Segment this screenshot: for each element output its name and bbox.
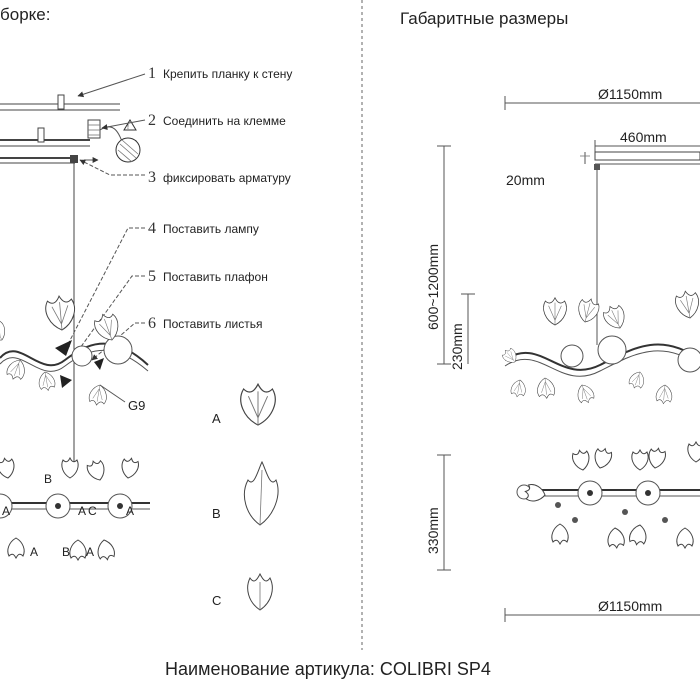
dim-top-view-height: 330mm xyxy=(425,454,451,571)
svg-text:Ø1150mm: Ø1150mm xyxy=(598,598,662,614)
part-a-label: A xyxy=(212,411,221,426)
step-callout-3: 3 фиксировать арматуру xyxy=(79,159,291,186)
assembly-lamp-drawing: G9 xyxy=(0,294,149,413)
svg-text:Поставить листья: Поставить листья xyxy=(163,317,262,331)
step-callout-2: 2 Соединить на клемме xyxy=(101,112,286,130)
svg-text:A: A xyxy=(30,545,38,559)
svg-text:460mm: 460mm xyxy=(620,129,667,145)
bulb-label: G9 xyxy=(128,398,145,413)
dimensions-heading: Габаритные размеры xyxy=(400,9,568,28)
svg-text:!: ! xyxy=(127,124,129,131)
svg-text:C: C xyxy=(88,504,97,518)
svg-text:Поставить плафон: Поставить плафон xyxy=(163,270,268,284)
svg-text:Поставить лампу: Поставить лампу xyxy=(163,222,259,236)
svg-text:330mm: 330mm xyxy=(425,507,441,554)
svg-text:5: 5 xyxy=(148,268,156,285)
dim-width-top: Ø1150mm xyxy=(504,86,700,110)
assembly-top-view: A B A C A A B A xyxy=(0,456,150,562)
svg-text:2: 2 xyxy=(148,112,156,129)
svg-text:A: A xyxy=(126,504,134,518)
part-a: A xyxy=(212,383,276,426)
canopy-drawing: 20mm xyxy=(506,151,700,345)
dim-canopy: 460mm xyxy=(594,129,700,152)
svg-text:B: B xyxy=(44,472,52,486)
svg-text:1: 1 xyxy=(148,65,156,82)
dimension-lamp-drawing xyxy=(499,288,700,406)
assembly-heading: борке: xyxy=(0,5,50,24)
svg-text:A: A xyxy=(86,545,94,559)
svg-text:A: A xyxy=(78,504,86,518)
svg-text:230mm: 230mm xyxy=(449,323,465,370)
svg-text:3: 3 xyxy=(148,169,156,186)
step-callout-5: 5 Поставить плафон xyxy=(74,268,268,356)
svg-text:Соединить на клемме: Соединить на клемме xyxy=(163,114,286,128)
svg-text:фиксировать арматуру: фиксировать арматуру xyxy=(163,171,291,185)
dim-body-height: 230mm xyxy=(449,293,475,370)
svg-text:4: 4 xyxy=(148,220,156,237)
svg-text:A: A xyxy=(2,504,10,518)
svg-text:600~1200mm: 600~1200mm xyxy=(425,244,441,330)
svg-text:B: B xyxy=(62,545,70,559)
step-callout-6: 6 Поставить листья xyxy=(91,315,262,361)
dim-height: 600~1200mm xyxy=(425,145,451,365)
part-c-label: C xyxy=(212,593,221,608)
article-name: Наименование артикула: COLIBRI SP4 xyxy=(165,659,491,679)
part-c: C xyxy=(212,572,273,611)
part-b-label: B xyxy=(212,506,221,521)
dim-width-bottom: Ø1150mm xyxy=(504,598,700,622)
step-callout-1: 1 Крепить планку к стену xyxy=(77,65,292,98)
svg-text:20mm: 20mm xyxy=(506,172,545,188)
svg-text:6: 6 xyxy=(148,315,156,332)
step-callout-4: 4 Поставить лампу xyxy=(64,220,259,351)
part-b: B xyxy=(212,460,279,526)
svg-text:Ø1150mm: Ø1150mm xyxy=(598,86,662,102)
ceiling-mount-drawing: ! xyxy=(0,94,141,470)
svg-text:Крепить планку к стену: Крепить планку к стену xyxy=(163,67,292,81)
dimension-top-view xyxy=(516,441,700,550)
